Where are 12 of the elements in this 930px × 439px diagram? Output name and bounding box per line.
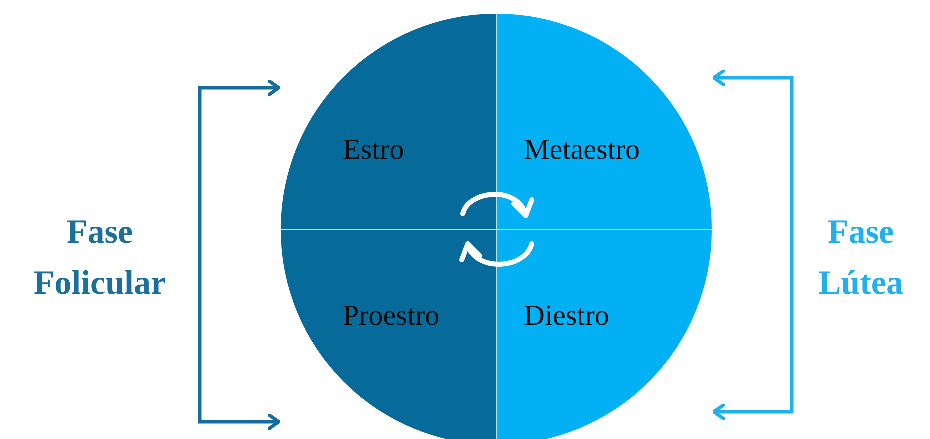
phase-label: Diestro bbox=[524, 300, 610, 333]
phase-label: Metaestro bbox=[524, 134, 640, 167]
bracket-arrow bbox=[712, 69, 794, 258]
bracket-arrow bbox=[712, 258, 794, 421]
bracket-arrow bbox=[198, 79, 281, 258]
phase-group-label: Fase Lútea bbox=[818, 213, 904, 304]
phase-label: Proestro bbox=[343, 300, 440, 333]
phase-label: Estro bbox=[343, 134, 404, 167]
phase-quadrant bbox=[497, 230, 712, 439]
phase-quadrant bbox=[281, 230, 496, 439]
bracket-arrow bbox=[198, 258, 281, 431]
phase-group-label: Fase Folicular bbox=[32, 213, 168, 304]
